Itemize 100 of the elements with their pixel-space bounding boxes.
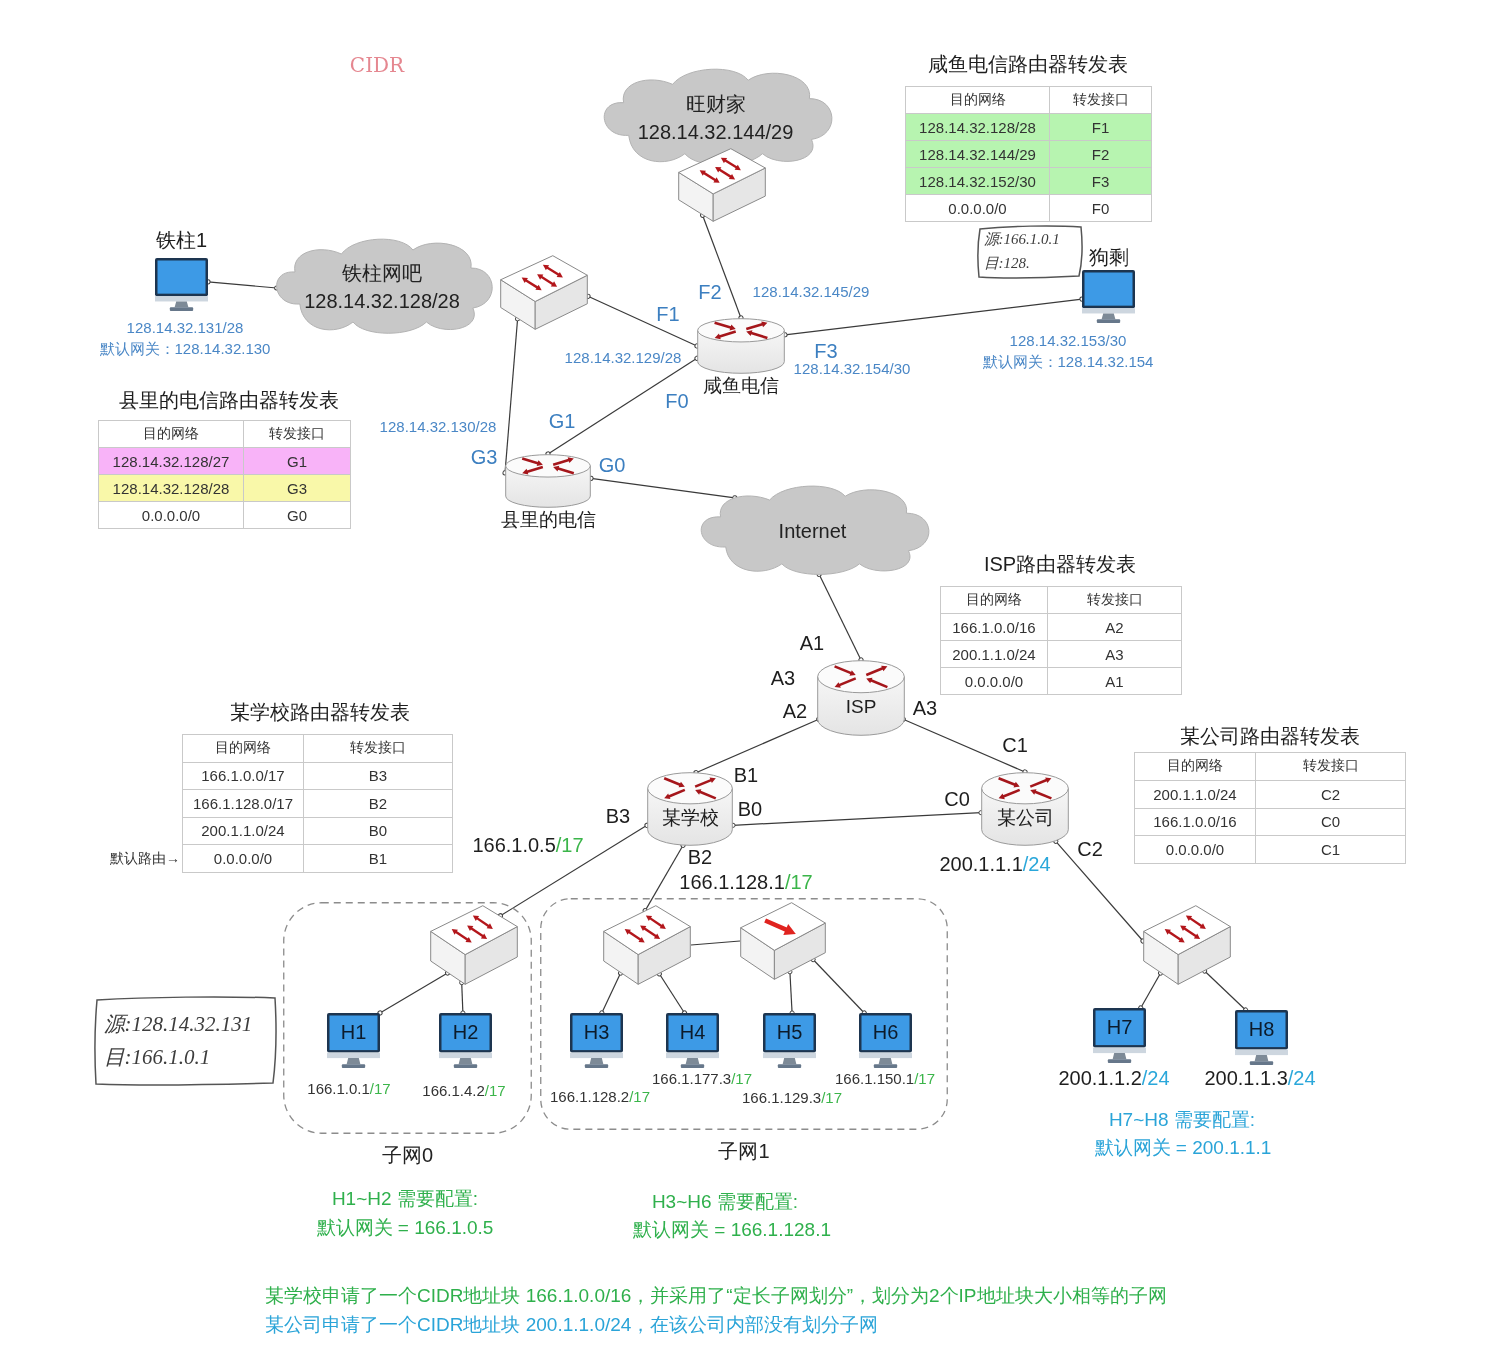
connection-line <box>782 296 1085 338</box>
handwritten-note: CIDR <box>349 54 405 77</box>
cloud-label: 旺财家 <box>685 92 746 116</box>
interface-label: F1 <box>656 303 680 326</box>
ip-address-label: 200.1.1.2/24 <box>1058 1067 1170 1090</box>
switch-icon <box>603 905 691 985</box>
host-label: H7 <box>1106 1016 1133 1040</box>
group-label: 子网0 <box>381 1144 434 1167</box>
table-header-cell: 转发接口 <box>1047 586 1182 614</box>
ip-address-label: 166.1.150.1/17 <box>834 1070 936 1088</box>
host-label: H6 <box>872 1021 899 1045</box>
connection-line <box>497 822 650 919</box>
interface-label: G3 <box>470 446 498 469</box>
ip-address-label: 166.1.0.5/17 <box>472 834 584 857</box>
interface-label: B1 <box>733 764 759 787</box>
connection-line <box>700 212 744 321</box>
host-label: H2 <box>452 1021 479 1045</box>
table-title: 咸鱼电信路由器转发表 <box>928 53 1128 76</box>
interface-label: F2 <box>698 281 722 304</box>
interface-label: F0 <box>665 390 689 413</box>
table-header-cell: 目的网络 <box>98 420 244 448</box>
annotation-label: 默认路由→ <box>110 850 180 867</box>
table-header-cell: 转发接口 <box>1255 752 1406 781</box>
interface-label: A3 <box>770 667 796 690</box>
note-text: 默认网关 = 166.1.0.5 <box>316 1217 494 1239</box>
device-label: 狗剩 <box>1088 246 1129 269</box>
ip-address-label: 166.1.4.2/17 <box>422 1082 506 1100</box>
cloud-label: 128.14.32.144/29 <box>637 120 794 144</box>
gateway-label: 默认网关：128.14.32.154 <box>982 353 1154 371</box>
note-text: 某公司申请了一个CIDR地址块 200.1.1.0/24，在该公司内部没有划分子网 <box>265 1314 879 1336</box>
connection-line <box>1202 968 1249 1013</box>
note-text: 默认网关 = 200.1.1.1 <box>1094 1137 1272 1159</box>
table-cell: F1 <box>1049 113 1152 141</box>
table-cell: 128.14.32.128/27 <box>98 447 244 475</box>
interface-label: B0 <box>737 798 763 821</box>
table-cell: G1 <box>243 447 351 475</box>
table-header-cell: 转发接口 <box>1049 86 1152 114</box>
table-cell: 0.0.0.0/0 <box>905 194 1050 222</box>
interface-label: F3 <box>814 340 838 363</box>
table-cell: 128.14.32.128/28 <box>905 113 1050 141</box>
host-label: H4 <box>679 1021 706 1045</box>
table-cell: 0.0.0.0/0 <box>182 844 304 873</box>
table-header-cell: 目的网络 <box>905 86 1050 114</box>
interface-label: B2 <box>687 846 713 869</box>
ip-address-label: 128.14.32.129/28 <box>564 349 682 367</box>
table-cell: 128.14.32.144/29 <box>905 140 1050 168</box>
switch-icon <box>678 148 766 222</box>
note-text: H7~H8 需要配置: <box>1108 1109 1256 1131</box>
note-text: 默认网关 = 166.1.128.1 <box>633 1219 831 1241</box>
table-title: 县里的电信路由器转发表 <box>119 389 339 412</box>
router-label: 某学校 <box>661 806 719 829</box>
interface-label: G0 <box>598 454 626 477</box>
ip-address-label: 128.14.32.154/30 <box>793 360 911 378</box>
connection-line <box>377 970 451 1016</box>
handwritten-note: 目:166.1.0.1 <box>103 1045 211 1070</box>
table-title: ISP路由器转发表 <box>983 553 1137 576</box>
table-cell: F3 <box>1049 167 1152 195</box>
ip-address-label: 166.1.0.1/17 <box>307 1080 391 1098</box>
table-cell: 128.14.32.152/30 <box>905 167 1050 195</box>
ip-address-label: 200.1.1.1/24 <box>939 853 1051 876</box>
ip-address-label: 128.14.32.145/29 <box>752 283 870 301</box>
connection-line <box>1053 838 1146 944</box>
host-label: H5 <box>776 1021 803 1045</box>
connection-line <box>1138 970 1164 1011</box>
table-cell: 128.14.32.128/28 <box>98 474 244 502</box>
handwritten-note: 源:128.14.32.131 <box>103 1011 253 1036</box>
interface-label: A1 <box>799 632 825 655</box>
host-label: H3 <box>583 1021 610 1045</box>
table-cell: 0.0.0.0/0 <box>98 501 244 529</box>
ip-address-label: 166.1.128.1/17 <box>679 871 813 894</box>
router-label: 咸鱼电信 <box>703 375 779 397</box>
connection-line <box>545 355 700 457</box>
table-cell: C1 <box>1255 835 1406 864</box>
gateway-label: 默认网关：128.14.32.130 <box>99 340 271 358</box>
host-label: H1 <box>340 1021 367 1045</box>
connection-line <box>459 980 466 1016</box>
connection-line <box>787 969 795 1016</box>
table-cell: 0.0.0.0/0 <box>940 667 1048 695</box>
handwritten-note: 源:166.1.0.1 <box>983 231 1060 249</box>
interface-label: A3 <box>912 697 938 720</box>
router-label: 县里的电信 <box>500 509 596 531</box>
table-cell: F0 <box>1049 194 1152 222</box>
connection-line <box>730 810 984 828</box>
table-cell: B1 <box>303 844 453 873</box>
group-label: 子网1 <box>718 1140 770 1163</box>
table-cell: F2 <box>1049 140 1152 168</box>
cloud-label: 铁柱网吧 <box>342 261 422 285</box>
note-text: 某学校申请了一个CIDR地址块 166.1.0.0/16，并采用了“定长子网划分”，划分为2个IP地址块大小相等的子网 <box>265 1285 1167 1307</box>
ip-address-label: 166.1.128.2/17 <box>549 1088 651 1106</box>
table-cell: 0.0.0.0/0 <box>1134 835 1256 864</box>
table-cell: A1 <box>1047 667 1182 695</box>
interface-label: B3 <box>605 805 631 828</box>
ip-address-label: 128.14.32.131/28 <box>126 319 244 337</box>
ip-address-label: 200.1.1.3/24 <box>1204 1067 1316 1090</box>
switch-icon <box>500 255 588 330</box>
table-header-cell: 目的网络 <box>182 734 304 763</box>
connection-line <box>502 316 521 476</box>
router-label: 某公司 <box>996 806 1054 829</box>
table-cell: G0 <box>243 501 351 529</box>
handwritten-note: 目:128. <box>983 255 1030 273</box>
